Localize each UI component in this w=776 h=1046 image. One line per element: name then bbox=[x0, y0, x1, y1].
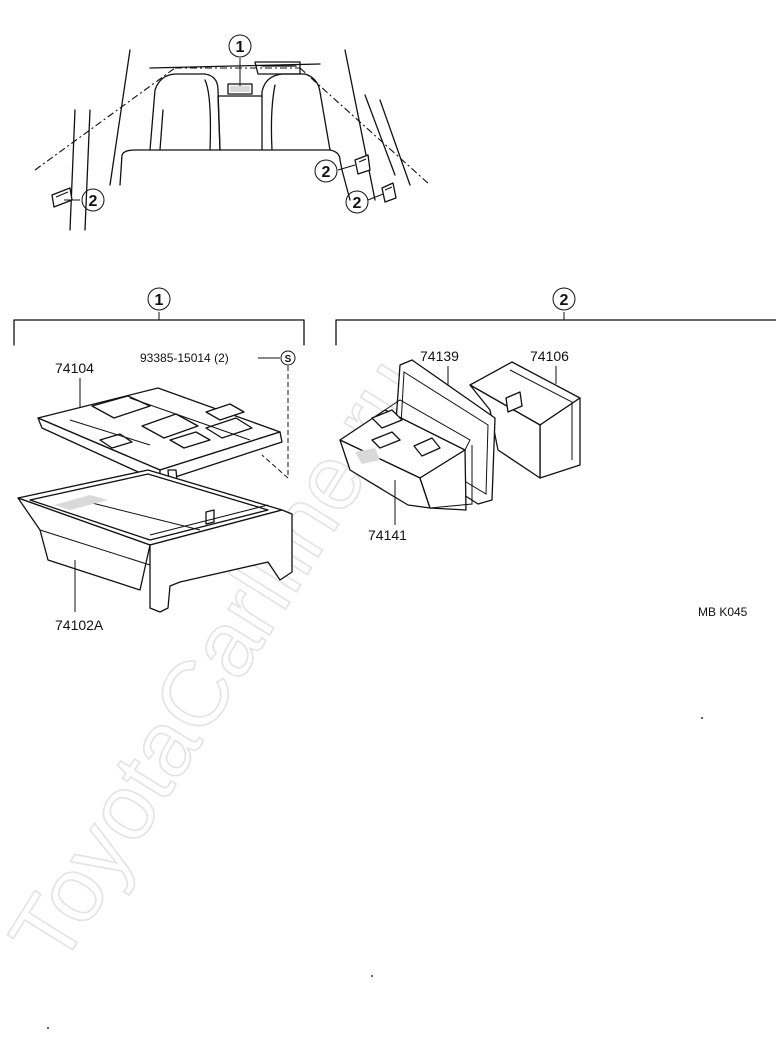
callout-2-top-right-b: 2 bbox=[345, 190, 369, 214]
svg-text:S: S bbox=[285, 354, 292, 365]
label-93385-15014: 93385-15014 (2) bbox=[140, 351, 229, 365]
svg-text:1: 1 bbox=[155, 292, 164, 309]
svg-text:2: 2 bbox=[560, 292, 569, 309]
label-74139: 74139 bbox=[420, 348, 459, 364]
svg-text:2: 2 bbox=[322, 164, 331, 181]
label-74104: 74104 bbox=[55, 360, 94, 376]
svg-text:2: 2 bbox=[353, 195, 362, 212]
svg-text:1: 1 bbox=[236, 39, 245, 56]
label-74141: 74141 bbox=[368, 527, 407, 543]
screw-dash-line bbox=[261, 366, 289, 480]
stray-dot bbox=[47, 1027, 49, 1029]
group-1-bracket: 1 bbox=[13, 287, 305, 346]
label-74102A: 74102A bbox=[55, 617, 104, 633]
vehicle-interior-overview bbox=[34, 49, 431, 231]
callout-1-top: 1 bbox=[228, 34, 252, 58]
stray-dot bbox=[701, 717, 703, 719]
screw-symbol: S bbox=[280, 350, 296, 366]
stray-dot bbox=[371, 975, 373, 977]
callout-2-top-right-a: 2 bbox=[314, 159, 338, 183]
group-2-bracket: 2 bbox=[335, 287, 776, 346]
part-74102A-ashtray-box bbox=[17, 469, 293, 613]
part-74106-housing bbox=[469, 361, 581, 479]
label-74106: 74106 bbox=[530, 348, 569, 364]
diagram-code: MB K045 bbox=[698, 605, 748, 619]
svg-text:2: 2 bbox=[89, 193, 98, 210]
part-74141-ashtray bbox=[339, 399, 473, 511]
callout-2-top-left: 2 bbox=[81, 188, 105, 212]
